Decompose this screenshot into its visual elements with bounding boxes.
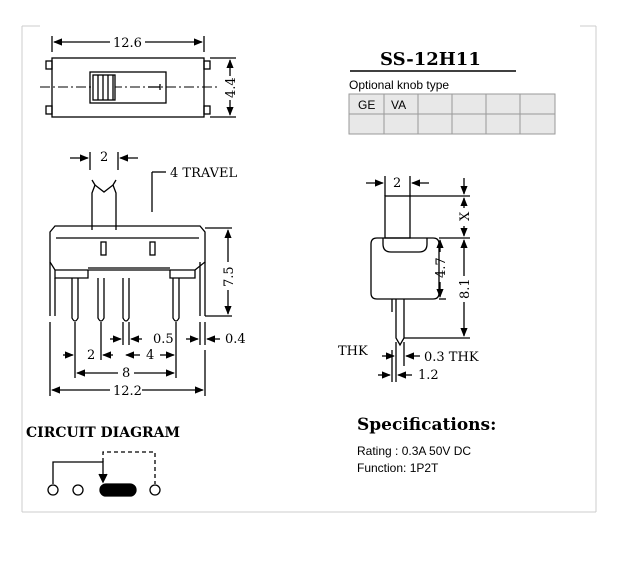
span-label: 8 (122, 366, 130, 381)
knob-table-title: Optional knob type (349, 78, 449, 92)
part-title: SS-12H11 (380, 49, 481, 70)
thk-label: 0.3 THK (424, 350, 479, 365)
knob-table: GE VA (348, 93, 556, 135)
side-total-label: 8.1 (458, 278, 473, 299)
front-knob-width-label: 2 (100, 150, 108, 165)
side-pin-label: 1.2 (418, 368, 439, 383)
top-height-label: 4.4 (224, 77, 239, 98)
top-width-label: 12.6 (113, 36, 142, 51)
front-total-label: 12.2 (113, 384, 142, 399)
pin-width-label: 0.5 (153, 332, 174, 347)
thk-left-label: THK (338, 344, 368, 359)
side-body-label: 4.7 (434, 257, 449, 278)
circuit-title: CIRCUIT DIAGRAM (26, 425, 180, 441)
knob-type-ge: GE (358, 98, 375, 112)
pitch-label: 2 (87, 348, 95, 363)
specs-function: Function: 1P2T (357, 461, 439, 475)
x-label: X (458, 211, 473, 221)
pitch4-label: 4 (146, 348, 154, 363)
front-height-label: 7.5 (222, 266, 237, 287)
specs-title: Specifications: (357, 415, 496, 435)
side-view (366, 176, 470, 382)
circuit-diagram (47, 451, 161, 497)
travel-label: 4 TRAVEL (170, 166, 237, 181)
front-view (49, 152, 232, 396)
specs-rating: Rating : 0.3A 50V DC (357, 444, 471, 458)
pin-offset-label: 0.4 (225, 332, 246, 347)
side-knob-width-label: 2 (393, 176, 401, 191)
page-frame (21, 25, 597, 513)
top-view (40, 36, 236, 118)
knob-type-va: VA (391, 98, 406, 112)
